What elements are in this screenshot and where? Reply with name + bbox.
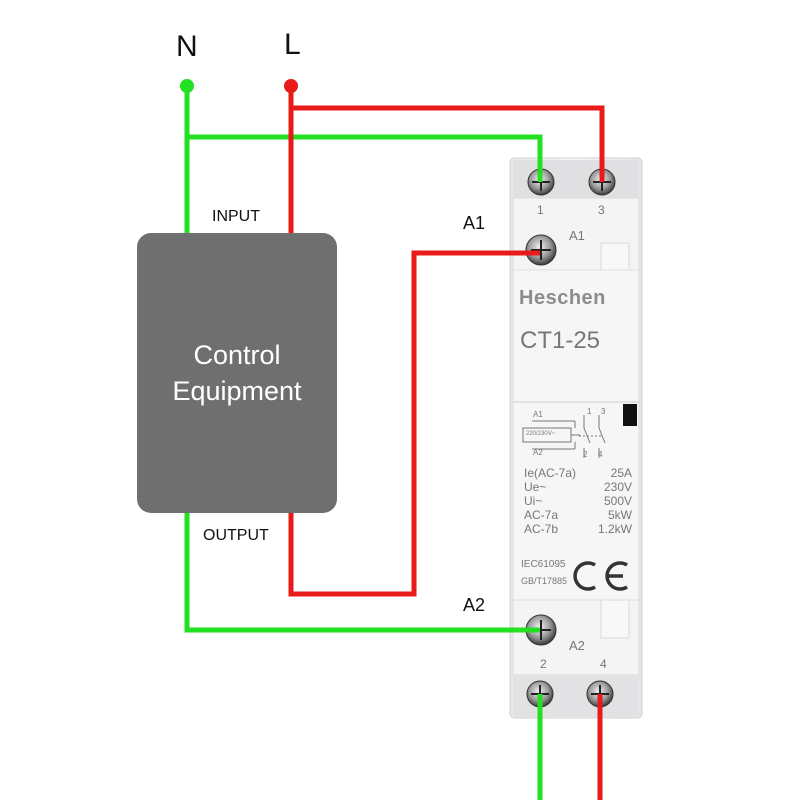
standard-gb: GB/T17885 [521, 576, 568, 586]
model-number: CT1-25 [520, 327, 601, 354]
terminal-2-number: 2 [540, 657, 547, 671]
screw-terminal-a2 [525, 614, 557, 646]
schematic-a1: A1 [533, 410, 543, 419]
control-equipment-box: Control Equipment [137, 233, 337, 513]
live-terminal-dot [284, 79, 298, 93]
schematic-a2: A2 [533, 448, 543, 457]
output-label: OUTPUT [203, 527, 269, 544]
neutral-terminal-dot [180, 79, 194, 93]
terminal-1-number: 1 [537, 203, 544, 217]
spec-value: 230V [603, 480, 632, 494]
schematic-1: 1 [587, 407, 592, 416]
schematic-4: 4 [598, 450, 603, 459]
contactor-schematic [522, 415, 606, 458]
specs-values: 25A 230V 500V 5kW 1.2kW [580, 466, 632, 536]
contactor-body [509, 157, 643, 719]
control-box-line1: Control [193, 340, 281, 370]
brand-name: Heschen [519, 287, 606, 309]
a1-label: A1 [463, 213, 486, 233]
input-label: INPUT [212, 208, 260, 225]
standard-iec: IEC61095 [521, 559, 566, 570]
spec-name: Ue~ [524, 480, 547, 494]
coil-a2-marking: A2 [569, 638, 585, 653]
schematic-coil: 220/230V~ [526, 431, 556, 437]
schematic-2: 2 [583, 450, 588, 459]
coil-a1-marking: A1 [569, 228, 585, 243]
live-label: L [284, 28, 301, 61]
schematic-3: 3 [601, 407, 606, 416]
spec-value: 500V [603, 494, 632, 508]
spec-name: Ie(AC-7a) [524, 466, 577, 480]
neutral-label: N [176, 30, 198, 63]
terminal-3-number: 3 [598, 203, 605, 217]
spec-value: 25A [610, 466, 632, 480]
spec-name: AC-7b [524, 522, 559, 536]
terminal-4-number: 4 [600, 657, 607, 671]
ce-mark [573, 561, 628, 591]
spec-name: AC-7a [524, 508, 559, 522]
spec-value: 5kW [608, 508, 632, 522]
a2-label: A2 [463, 595, 486, 615]
spec-value: 1.2kW [597, 522, 632, 536]
spec-name: Ui~ [524, 494, 543, 508]
specs-names: Ie(AC-7a) Ue~ Ui~ AC-7a AC-7b [524, 466, 576, 536]
screw-terminal-a1 [525, 234, 557, 266]
control-box-line2: Equipment [172, 376, 302, 406]
